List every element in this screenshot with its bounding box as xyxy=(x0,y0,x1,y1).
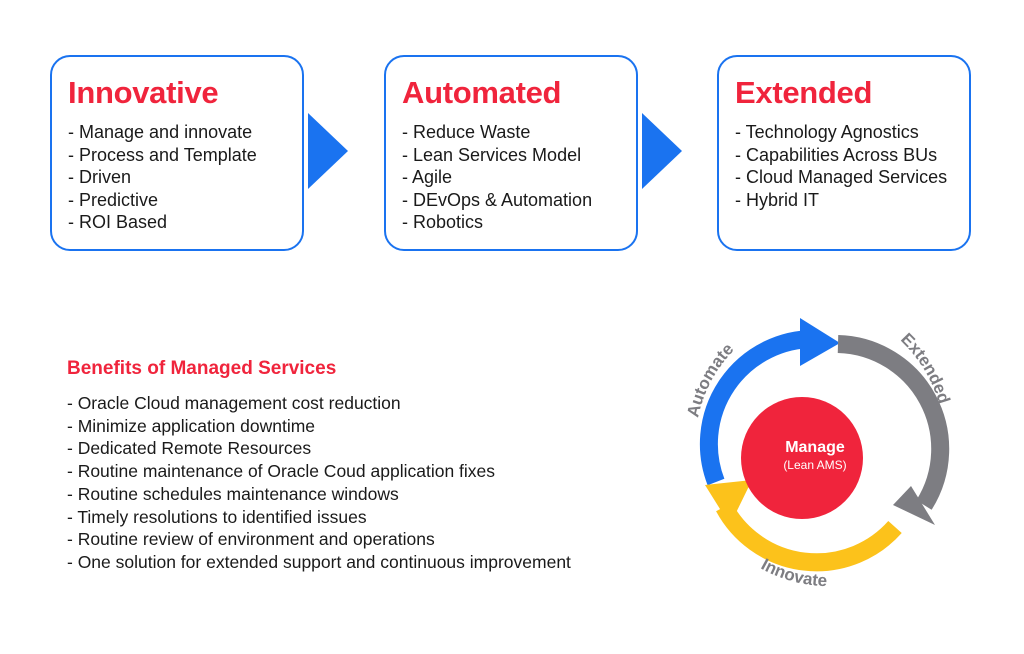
automate-arrowhead-icon xyxy=(800,318,840,366)
list-item: - Hybrid IT xyxy=(735,189,820,210)
list-item: - Manage and innovate xyxy=(68,122,253,142)
card-title: Innovative xyxy=(68,75,219,110)
list-item: - Routine maintenance of Oracle Coud app… xyxy=(67,461,496,482)
automate-arc xyxy=(699,329,815,486)
innovate-arc xyxy=(716,502,902,572)
manage-title: Manage xyxy=(785,439,845,456)
benefits-list: - Oracle Cloud management cost reduction… xyxy=(67,392,571,574)
manage-circle xyxy=(741,397,863,519)
cycle-diagram: Manage (Lean AMS) Automate Extended Inno… xyxy=(683,318,954,590)
list-item: - Minimize application downtime xyxy=(67,415,316,436)
extended-arrowhead-icon xyxy=(893,486,935,525)
list-item: - ROI Based xyxy=(68,212,168,232)
card-title: Extended xyxy=(735,75,873,110)
list-item: - Lean Services Model xyxy=(402,144,582,165)
list-item: - Technology Agnostics xyxy=(735,122,919,142)
chevron-right-icon xyxy=(642,113,682,189)
card-innovative: Innovative - Manage and innovate - Proce… xyxy=(50,55,304,251)
card-list: - Technology Agnostics - Capabilities Ac… xyxy=(735,121,969,211)
card-title: Automated xyxy=(402,75,562,110)
list-item: - Predictive xyxy=(68,189,159,210)
benefits-title: Benefits of Managed Services xyxy=(67,358,337,379)
list-item: - One solution for extended support and … xyxy=(67,551,571,572)
list-item: - Routine review of environment and oper… xyxy=(67,529,435,550)
list-item: - Process and Template xyxy=(68,144,257,165)
card-extended: Extended - Technology Agnostics - Capabi… xyxy=(717,55,971,251)
manage-subtitle: (Lean AMS) xyxy=(783,458,846,472)
list-item: - Driven xyxy=(68,167,132,187)
list-item: - Dedicated Remote Resources xyxy=(67,438,312,459)
list-item: - Reduce Waste xyxy=(402,122,531,142)
list-item: - DEvOps & Automation xyxy=(402,189,593,210)
list-item: - Cloud Managed Services xyxy=(735,167,948,187)
card-automated: Automated - Reduce Waste - Lean Services… xyxy=(384,55,638,251)
list-item: - Oracle Cloud management cost reduction xyxy=(67,393,401,413)
list-item: - Robotics xyxy=(402,212,484,232)
card-list: - Manage and innovate - Process and Temp… xyxy=(68,121,302,234)
list-item: - Timely resolutions to identified issue… xyxy=(67,506,367,527)
card-list: - Reduce Waste - Lean Services Model - A… xyxy=(402,121,636,234)
list-item: - Capabilities Across BUs xyxy=(735,144,938,165)
list-item: - Routine schedules maintenance windows xyxy=(67,483,399,504)
chevron-right-icon xyxy=(308,113,348,189)
extended-arc xyxy=(837,335,950,510)
benefits-section: Benefits of Managed Services - Oracle Cl… xyxy=(67,358,571,574)
list-item: - Agile xyxy=(402,167,453,187)
innovate-arrowhead-icon xyxy=(705,480,752,525)
